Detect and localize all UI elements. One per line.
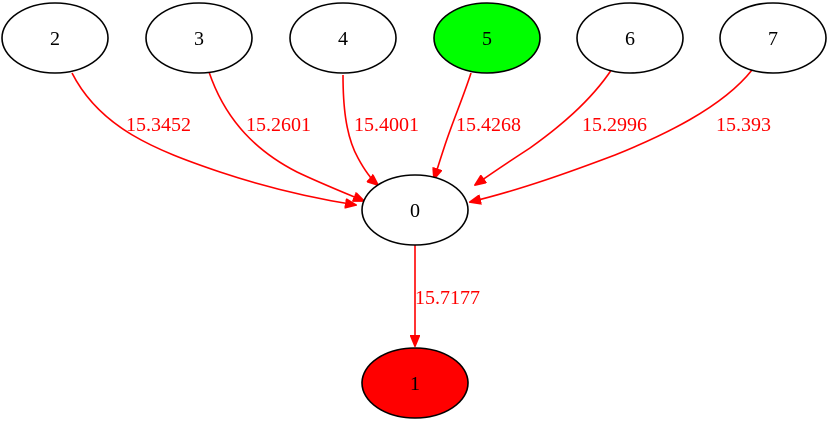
node-ellipse-2 [1,2,109,74]
node-ellipse-4 [289,2,397,74]
node-2: 2 [1,2,109,74]
node-4: 4 [289,2,397,74]
node-label-0: 0 [410,200,420,222]
edge-weight-label-6-0: 15.2996 [582,114,647,136]
edge-weight-label-2-0: 15.3452 [126,114,191,136]
node-ellipse-7 [719,2,827,74]
node-0: 0 [361,174,469,246]
node-ellipse-1 [361,347,469,419]
node-ellipse-5 [433,2,541,74]
edge-line-6-0 [475,68,613,185]
edge-weight-label-4-0: 15.4001 [354,114,419,136]
node-label-4: 4 [338,28,348,50]
edge-weight-label-5-0: 15.4268 [456,114,521,136]
node-label-2: 2 [50,28,60,50]
edge-6-0: 15.2996 [475,68,647,185]
edge-line-7-0 [470,69,753,202]
edges-layer: 15.3452 15.2601 15.4001 15.4268 15.2996 15.39… [71,68,771,346]
edge-line-3-0 [208,71,364,201]
edge-7-0: 15.393 [470,69,771,202]
node-label-6: 6 [625,28,635,50]
node-5: 5 [433,2,541,74]
edge-2-0: 15.3452 [71,72,356,205]
node-1: 1 [361,347,469,419]
node-label-7: 7 [768,28,778,50]
node-ellipse-3 [145,2,253,74]
edge-weight-label-3-0: 15.2601 [246,114,311,136]
node-label-5: 5 [482,28,492,50]
edge-5-0: 15.4268 [434,72,521,179]
edge-4-0: 15.4001 [342,74,419,185]
node-7: 7 [719,2,827,74]
node-6: 6 [576,2,684,74]
edge-3-0: 15.2601 [208,71,364,201]
node-ellipse-6 [576,2,684,74]
node-3: 3 [145,2,253,74]
edge-weight-label-7-0: 15.393 [716,114,771,136]
edge-0-1: 15.7177 [415,245,480,346]
edge-line-4-0 [342,74,378,185]
edge-line-2-0 [71,72,356,205]
node-label-3: 3 [194,28,204,50]
edge-weight-label-0-1: 15.7177 [415,287,480,309]
node-label-1: 1 [410,373,420,395]
edge-line-5-0 [434,72,472,179]
node-ellipse-0 [361,174,469,246]
